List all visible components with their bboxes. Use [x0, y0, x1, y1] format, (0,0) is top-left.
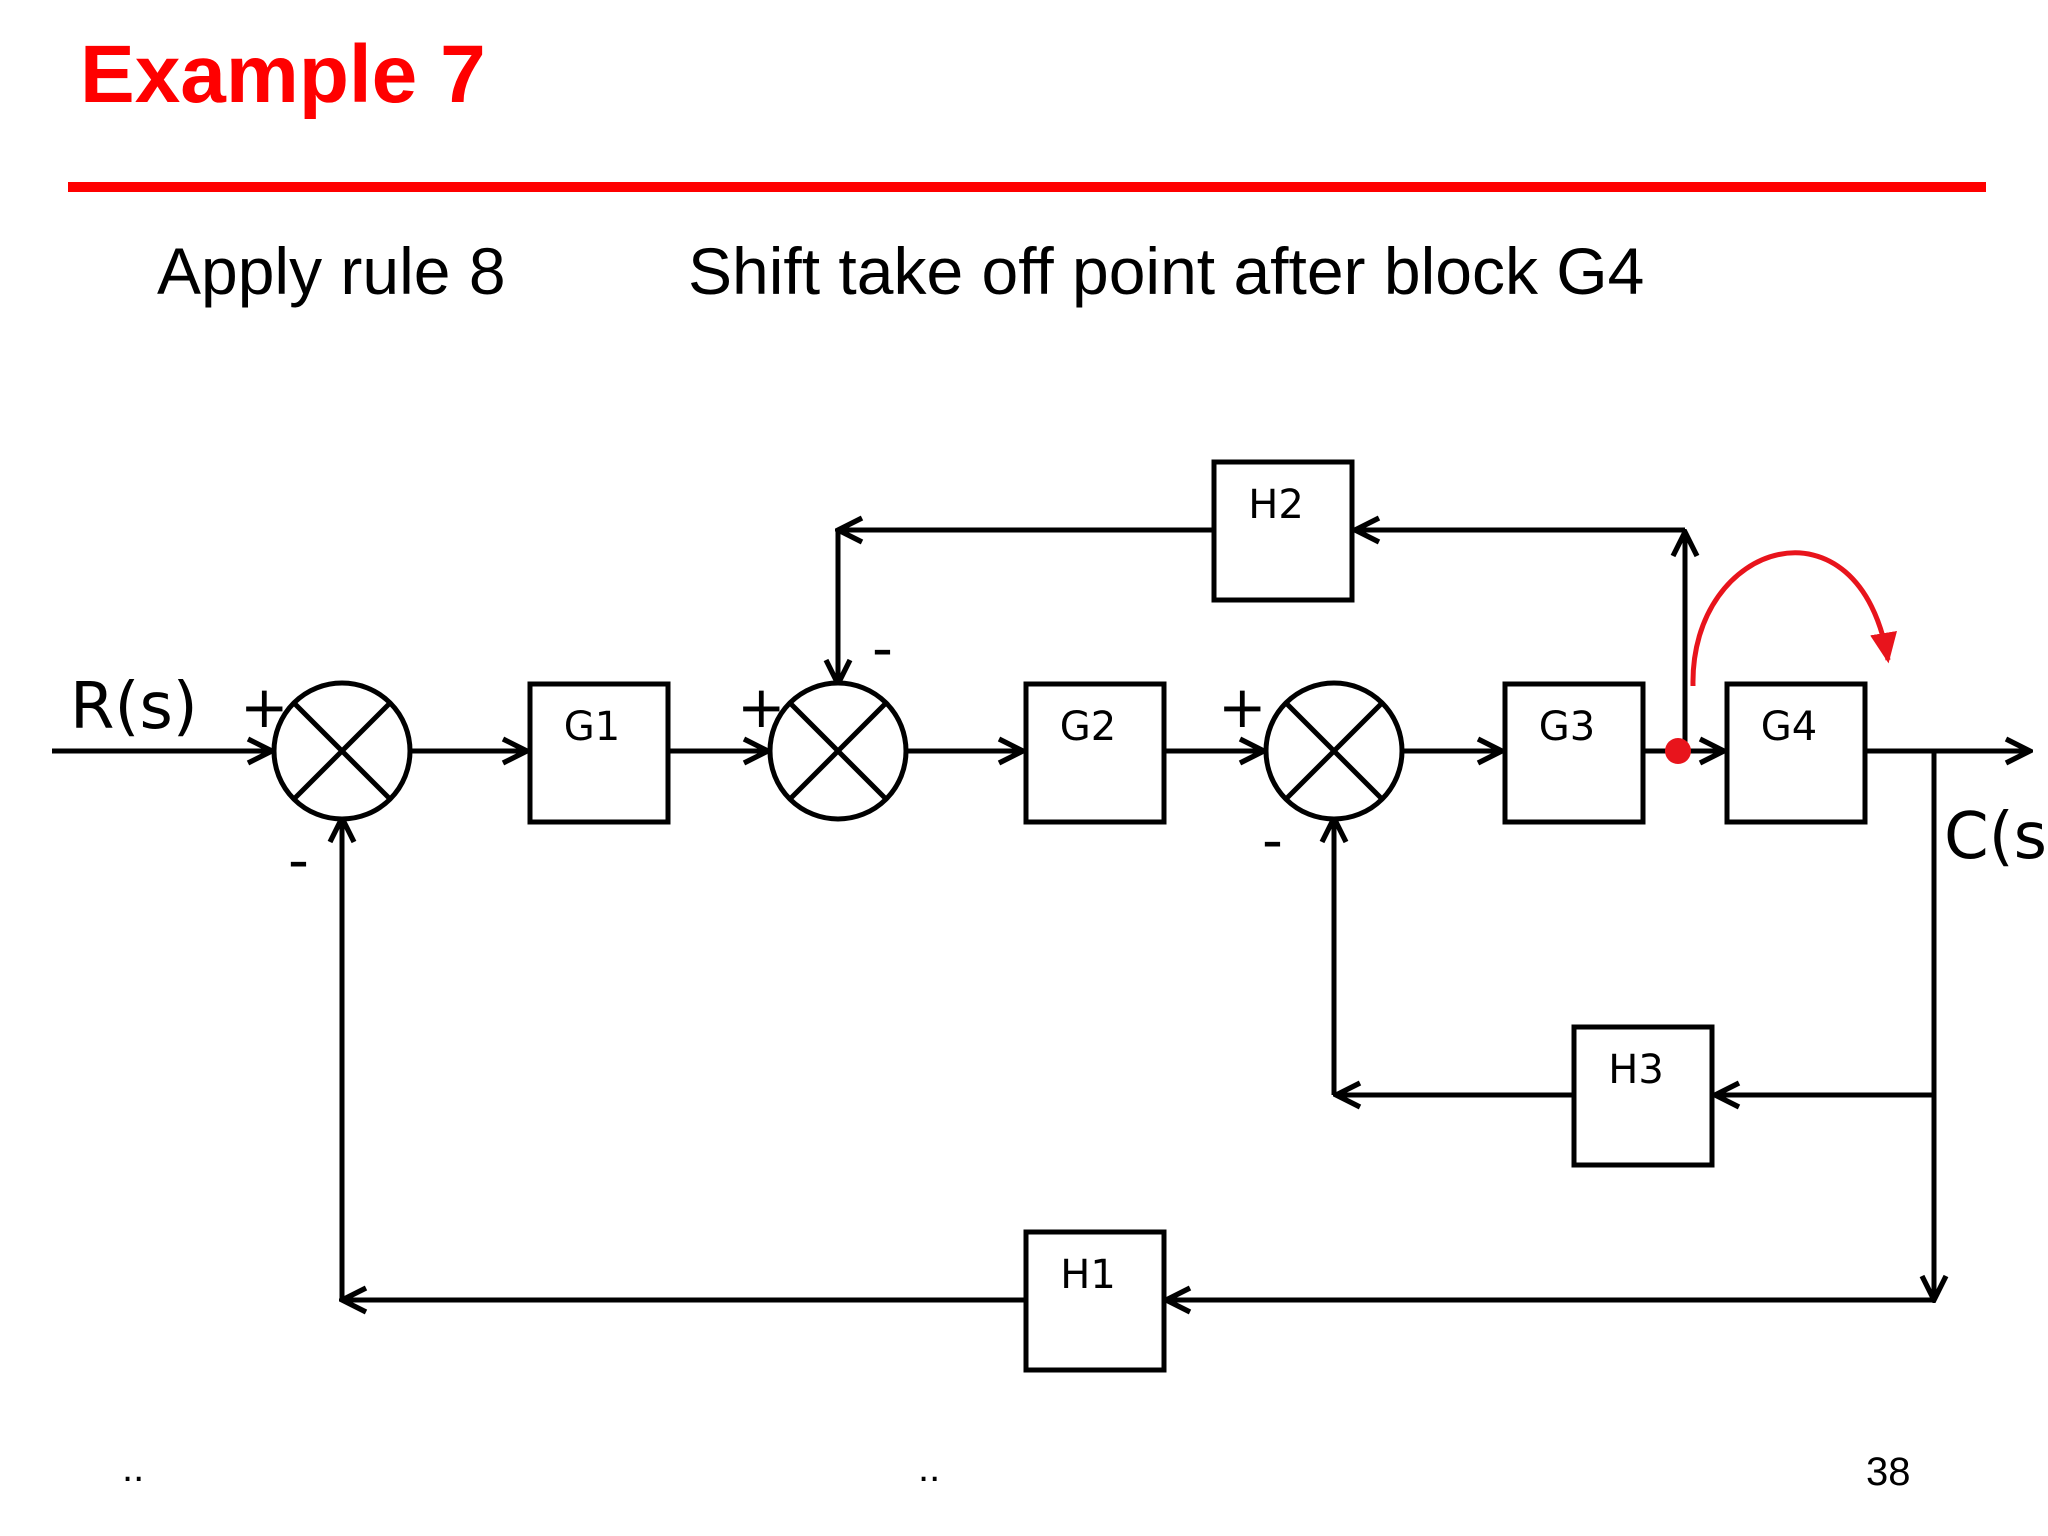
- footer-center: ..: [918, 1446, 941, 1490]
- footer-left: ..: [122, 1446, 145, 1490]
- sum3-minus-sign: -: [1262, 806, 1283, 874]
- block-g3: [1502, 681, 1646, 825]
- block-g4: [1724, 681, 1868, 825]
- shift-takeoff-arrow: [1690, 550, 1897, 687]
- instruction-text: Shift take off point after block G4: [688, 234, 1645, 308]
- title-underline: [68, 182, 1986, 192]
- sum2-plus-sign: +: [737, 673, 786, 741]
- output-label: C(s): [1944, 800, 2048, 874]
- summing-junction-1: [271, 680, 413, 822]
- block-g2: [1023, 681, 1167, 825]
- block-h1-label: H1: [1060, 1252, 1116, 1298]
- sum2-minus-sign: -: [872, 614, 893, 682]
- block-h2: [1211, 459, 1355, 603]
- block-g1: [527, 681, 671, 825]
- slide-title: Example 7: [80, 29, 486, 120]
- page-number: 38: [1866, 1450, 1911, 1494]
- rule-label: Apply rule 8: [157, 234, 506, 308]
- sum1-minus-sign: -: [288, 826, 309, 894]
- sum1-plus-sign: +: [240, 673, 289, 741]
- input-label: R(s): [70, 670, 198, 744]
- sum3-plus-sign: +: [1218, 673, 1267, 741]
- block-h2-label: H2: [1248, 482, 1304, 528]
- summing-junction-2: [767, 680, 909, 822]
- block-g4-label: G4: [1761, 704, 1817, 750]
- block-h3: [1571, 1024, 1715, 1168]
- block-g3-label: G3: [1539, 704, 1595, 750]
- summing-junction-3: [1263, 680, 1405, 822]
- takeoff-point-marker: [1665, 738, 1691, 764]
- block-h3-label: H3: [1608, 1047, 1664, 1093]
- signal-lines: [52, 530, 2030, 1300]
- block-g2-label: G2: [1060, 704, 1116, 750]
- block-g1-label: G1: [564, 704, 620, 750]
- block-h1: [1023, 1229, 1167, 1373]
